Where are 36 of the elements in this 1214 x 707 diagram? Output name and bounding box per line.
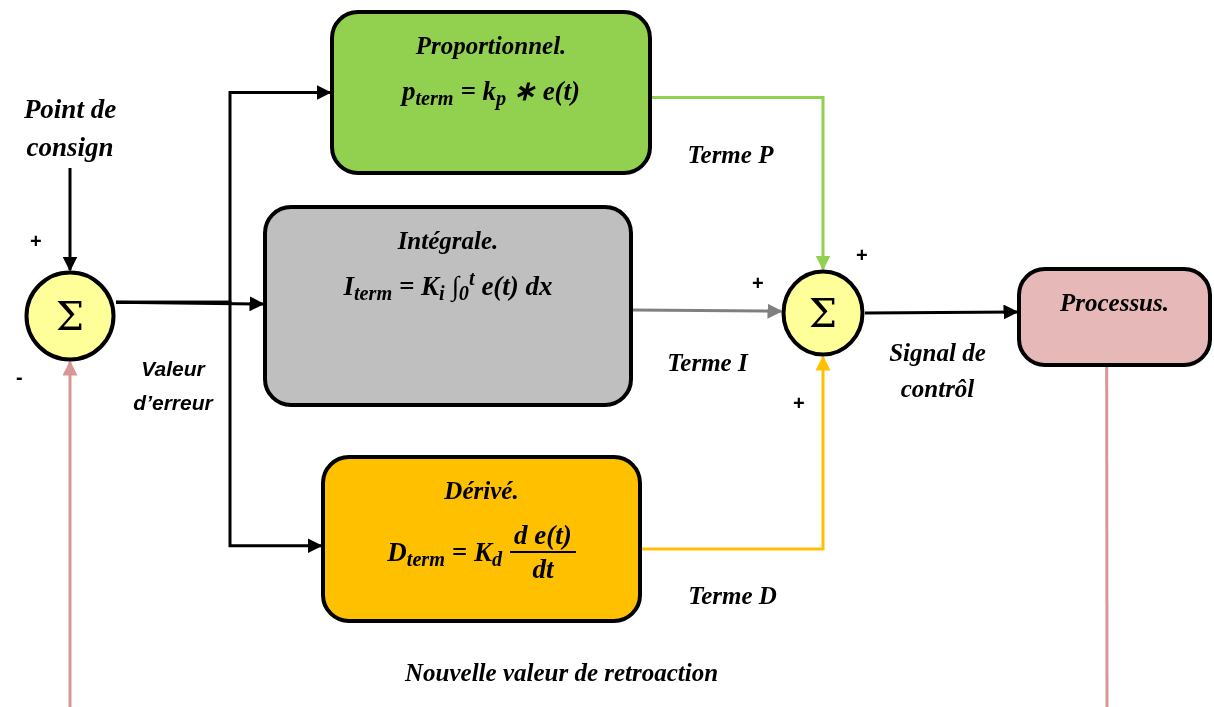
edge-label: Signal de contrôl [888, 338, 987, 404]
sign-label: + [752, 271, 764, 296]
feedback-label: Nouvelle valeur de retroaction [405, 658, 719, 688]
arrow [642, 355, 831, 551]
summing-junction [24, 270, 116, 362]
sign-label: + [30, 229, 42, 254]
block-title: Processus. [1059, 288, 1169, 318]
block-title: Proportionnel. [415, 31, 567, 61]
arrow [865, 304, 1019, 320]
block-title: Dérivé. [444, 476, 519, 506]
arrow [633, 303, 783, 319]
process-box [321, 455, 642, 623]
edge-label: Terme D [687, 581, 778, 611]
edge-label: Terme P [686, 140, 775, 170]
formula: p$_{term}$ = k$_{p}$ ∗ e(t) [401, 75, 581, 108]
edge-label: Terme I [666, 348, 750, 378]
arrow [62, 168, 78, 272]
block-title: Intégrale. [397, 226, 499, 256]
arrow [652, 95, 831, 271]
formula: D$_{term}$ = K$_{d}$ [387, 536, 503, 569]
sign-label: + [856, 243, 868, 268]
sign-label: + [793, 391, 805, 416]
sign-label: - [16, 365, 23, 390]
arrow [116, 300, 323, 554]
signal-label: Valeur d’erreur [132, 356, 215, 416]
process-box [330, 10, 652, 175]
process-box [263, 205, 633, 407]
formula: I$_{term}$ = K$_{i}$ ∫$_{0}$$^{t}$ e(t) dx [343, 269, 553, 303]
arrow [62, 360, 78, 707]
summing-junction [781, 269, 865, 357]
process-box [1017, 267, 1212, 367]
sigma-symbol: Σ [808, 293, 838, 333]
fraction-denominator: dt [532, 553, 554, 585]
fraction-numerator: d e(t) [510, 519, 576, 553]
setpoint-label: Point de consign [22, 93, 118, 164]
sigma-symbol: Σ [55, 296, 85, 336]
